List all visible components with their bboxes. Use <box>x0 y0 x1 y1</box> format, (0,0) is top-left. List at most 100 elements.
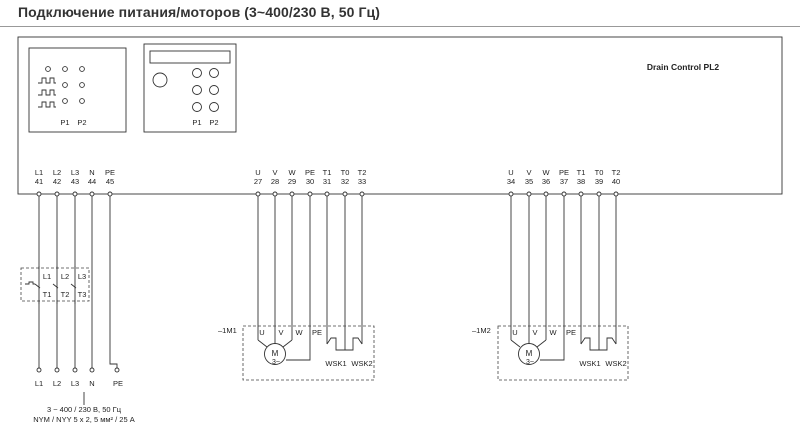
terminal-label: U <box>508 168 513 177</box>
terminal-label: L2 <box>53 168 61 177</box>
motor-phase-label: 3~ <box>526 359 534 366</box>
terminal-number: 30 <box>306 177 314 186</box>
pulse-symbol-2 <box>38 89 56 96</box>
led-indicator <box>79 98 85 104</box>
panel-1-p1-label: P1 <box>60 118 69 127</box>
led-indicator <box>62 66 68 72</box>
main-switch-frame <box>20 267 90 302</box>
panel-2-p2-label: P2 <box>209 118 218 127</box>
pulse-symbol-3 <box>38 101 56 108</box>
terminal-label: PE <box>559 168 569 177</box>
terminal-label: T2 <box>358 168 367 177</box>
terminal-label: L1 <box>35 168 43 177</box>
supply-label: L1 <box>35 379 43 388</box>
switch-actuator <box>25 281 35 285</box>
panel-2-p1-label: P1 <box>192 118 201 127</box>
motor-terminal-label: U <box>259 328 264 337</box>
motor-terminal-label: W <box>549 328 557 337</box>
cable-spec: NYM / NYY 5 x 2, 5 мм² / 25 A <box>33 415 134 424</box>
supply-label: L3 <box>71 379 79 388</box>
control-panel-1: P1 P2 <box>28 47 127 133</box>
motor-terminal-label: PE <box>566 328 576 337</box>
button-knob <box>209 68 219 78</box>
led-indicator <box>62 98 68 104</box>
terminal-number: 34 <box>507 177 515 186</box>
terminal-label: V <box>526 168 531 177</box>
page-title: Подключение питания/моторов (3~400/230 В… <box>18 4 380 20</box>
terminal-number: 28 <box>271 177 279 186</box>
motor-2-frame <box>497 325 629 381</box>
title-underline <box>0 26 800 27</box>
motor-phase-label: 3~ <box>272 359 280 366</box>
motor-1-circuit: U 27 V 28 W 29 PE 30 T1 31 T0 32 T2 33 –… <box>218 168 375 381</box>
main-knob <box>152 72 168 88</box>
terminal-number: 31 <box>323 177 331 186</box>
main-switch: L1 L2 L3 T1 T2 T3 <box>20 266 90 304</box>
terminal-number: 27 <box>254 177 262 186</box>
terminal-label: T1 <box>577 168 586 177</box>
button-knob <box>209 85 219 95</box>
panel-2-frame <box>143 43 237 133</box>
button-knob <box>192 68 202 78</box>
terminal-number: 45 <box>106 177 114 186</box>
supply-label: L2 <box>53 379 61 388</box>
supply-label: PE <box>113 379 123 388</box>
terminal-label: L3 <box>71 168 79 177</box>
motor-terminal-label: W <box>295 328 303 337</box>
panel-1-p2-label: P2 <box>77 118 86 127</box>
terminal-number: 33 <box>358 177 366 186</box>
thermal-contact-2 <box>599 337 617 351</box>
motor-terminal-label: V <box>278 328 283 337</box>
wsk2-label: WSK2 <box>605 359 626 368</box>
terminal-label: T1 <box>323 168 332 177</box>
motor-1-symbol <box>264 343 286 365</box>
switch-output-label: T3 <box>78 290 87 299</box>
wsk2-label: WSK2 <box>351 359 372 368</box>
thermal-contact-2 <box>345 337 363 351</box>
motor-1-id: –1M1 <box>218 326 237 335</box>
terminal-label: PE <box>305 168 315 177</box>
terminal-label: U <box>255 168 260 177</box>
terminal-label: W <box>288 168 296 177</box>
terminal-label: W <box>542 168 550 177</box>
terminal-number: 35 <box>525 177 533 186</box>
terminal-number: 43 <box>71 177 79 186</box>
control-panel-2: P1 P2 <box>143 43 237 133</box>
led-indicator <box>62 82 68 88</box>
switch-output-label: T1 <box>43 290 52 299</box>
terminal-number: 37 <box>560 177 568 186</box>
terminal-label: PE <box>105 168 115 177</box>
thermal-contact-1 <box>326 326 346 351</box>
display-screen <box>149 50 231 64</box>
motor-1-frame <box>242 325 375 381</box>
motor-terminal-label: PE <box>312 328 322 337</box>
terminal-number: 40 <box>612 177 620 186</box>
mains-supply: L1 L2 L3 N PE 3 ~ 400 / 230 В, 50 Гц NYM… <box>33 379 134 424</box>
terminal-number: 41 <box>35 177 43 186</box>
motor-2-id: –1M2 <box>472 326 491 335</box>
terminal-number: 42 <box>53 177 61 186</box>
terminal-number: 32 <box>341 177 349 186</box>
switch-output-label: T2 <box>61 290 70 299</box>
terminal-label: T0 <box>595 168 604 177</box>
led-indicator <box>45 66 51 72</box>
controller-housing <box>17 36 783 195</box>
motor-symbol-letter: M <box>272 349 279 358</box>
thermal-contact-1 <box>580 326 600 351</box>
terminal-number: 44 <box>88 177 96 186</box>
switch-input-label: L3 <box>78 272 86 281</box>
button-knob <box>209 102 219 112</box>
motor-terminal-label: U <box>512 328 517 337</box>
terminal-label: N <box>89 168 94 177</box>
led-indicator <box>79 66 85 72</box>
switch-input-label: L1 <box>43 272 51 281</box>
button-knob <box>192 85 202 95</box>
panel-1-frame <box>28 47 127 133</box>
terminal-label: T2 <box>612 168 621 177</box>
mains-wires <box>36 191 120 373</box>
wsk1-label: WSK1 <box>579 359 600 368</box>
terminal-number: 29 <box>288 177 296 186</box>
terminal-number: 36 <box>542 177 550 186</box>
pulse-symbol-1 <box>38 77 56 84</box>
